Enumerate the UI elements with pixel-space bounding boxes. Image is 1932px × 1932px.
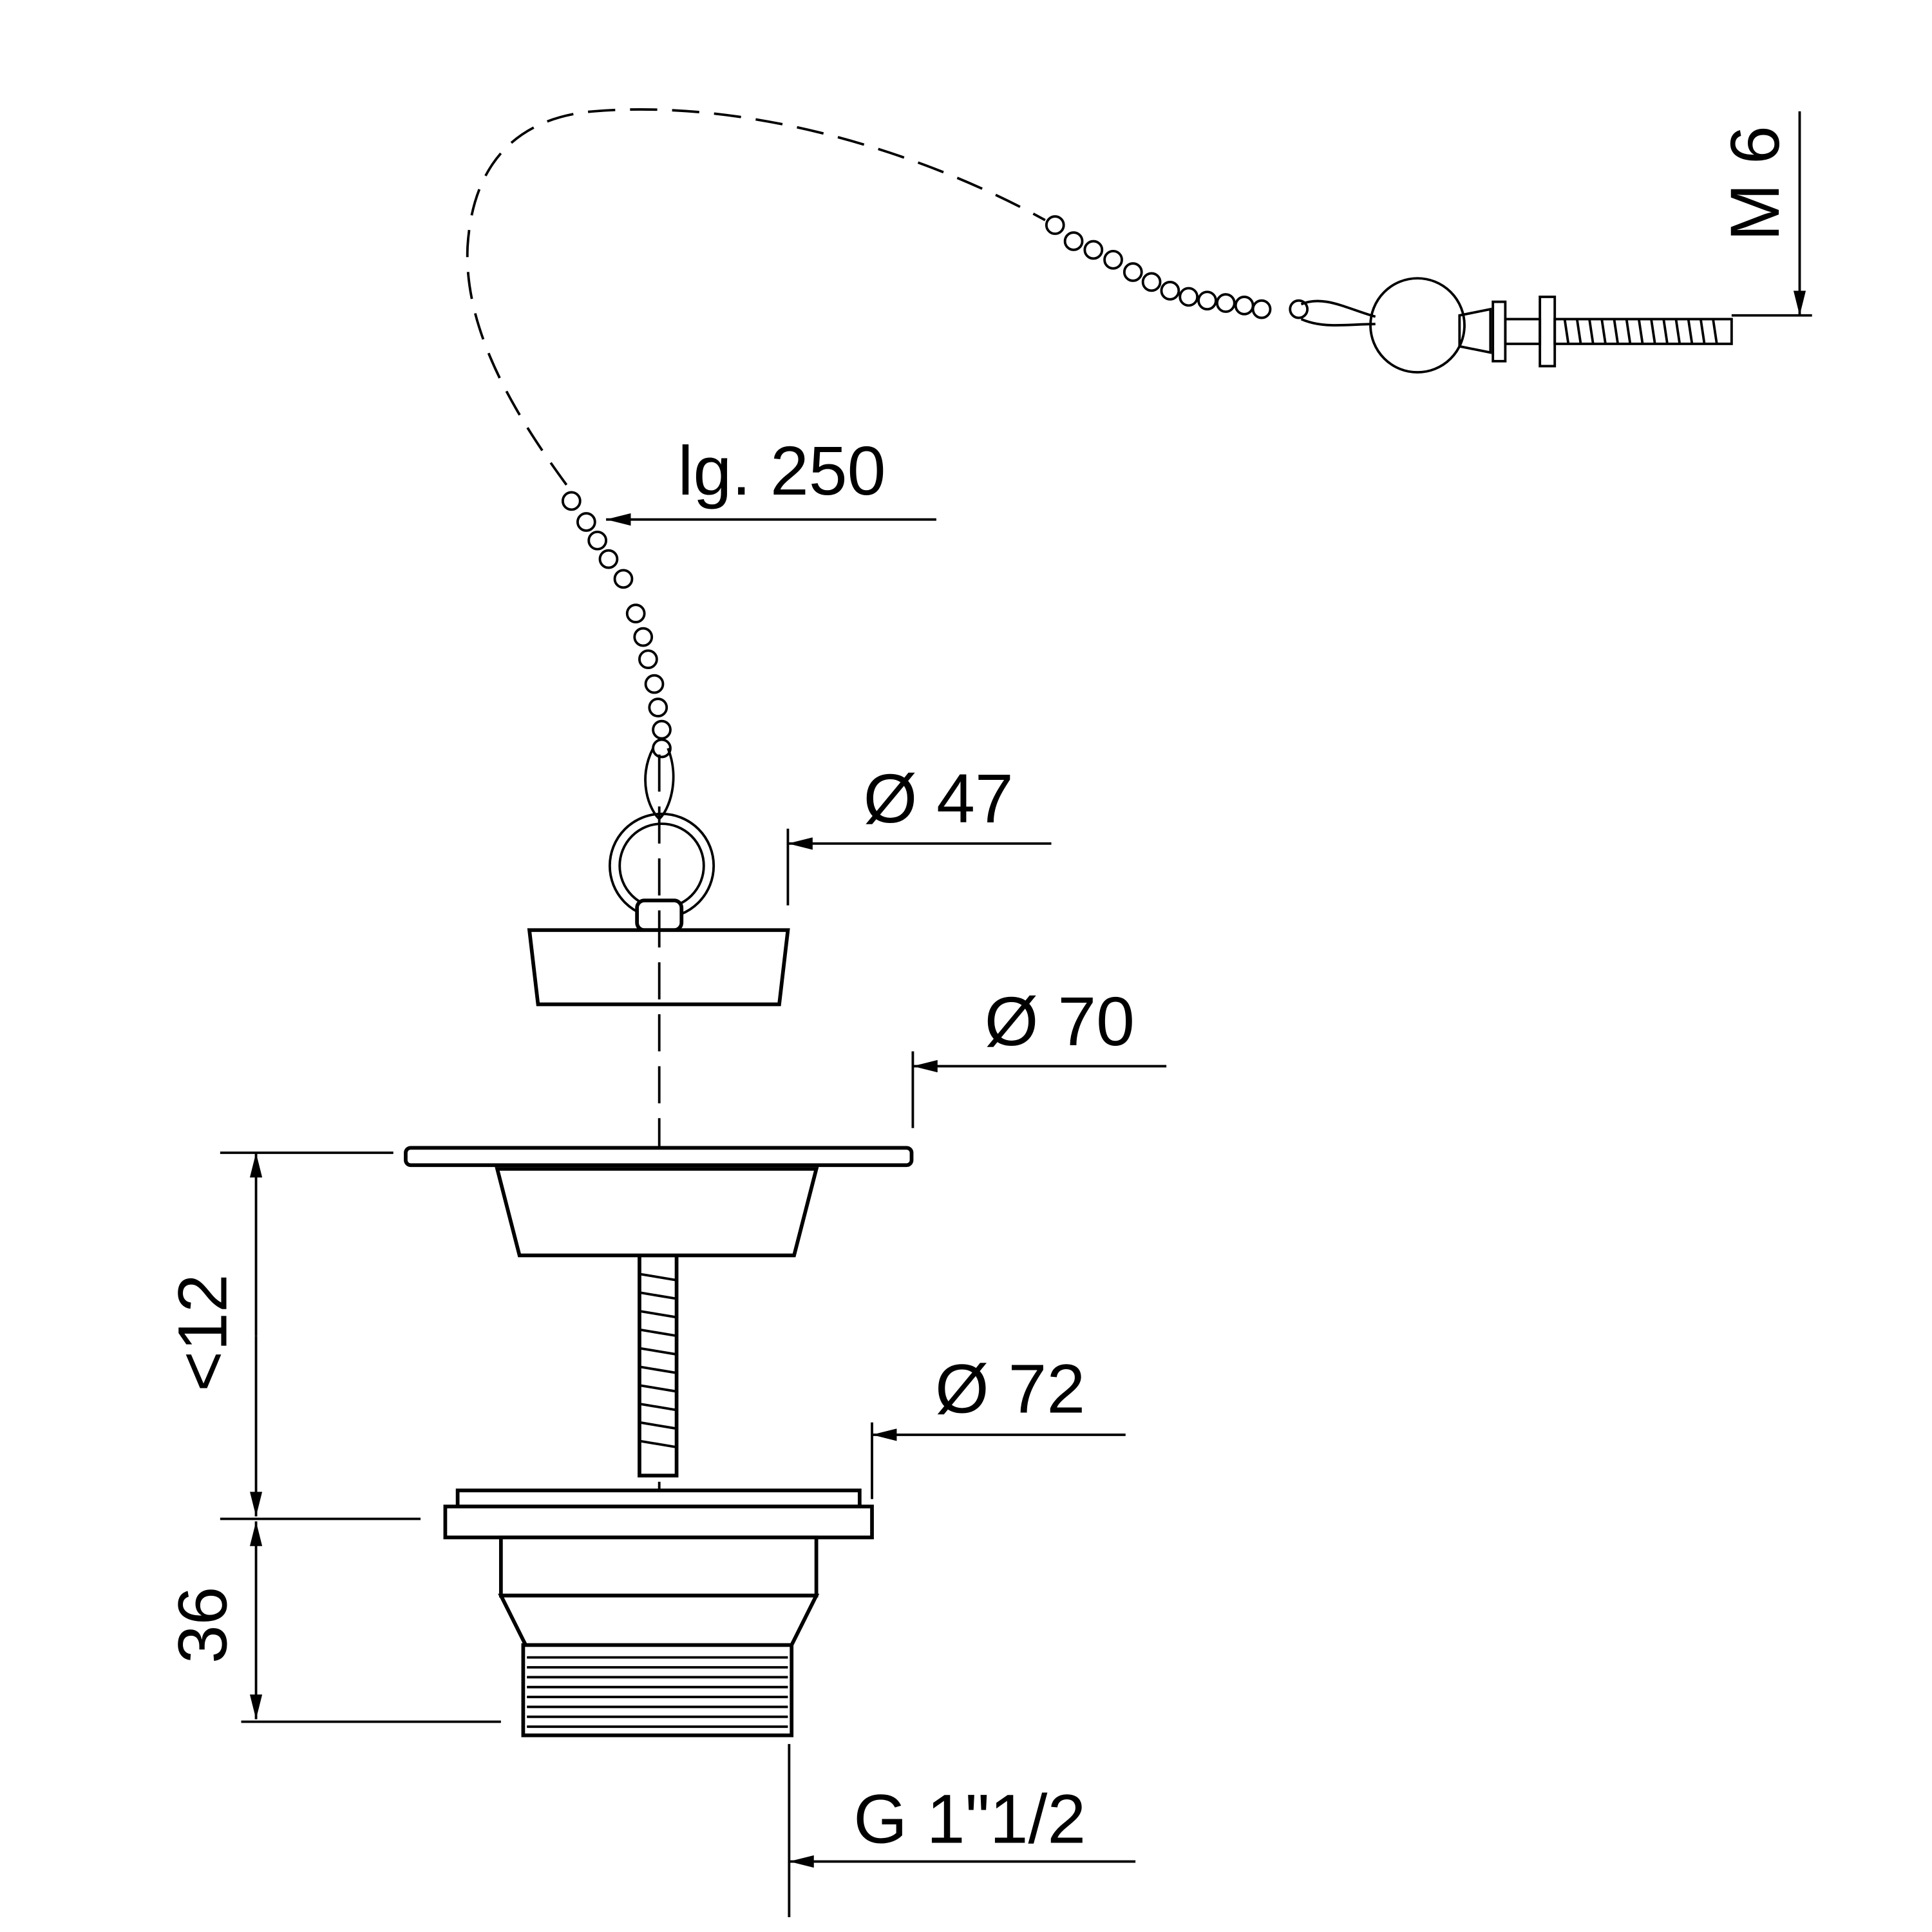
outlet-thread-label: G 1"1/2 — [853, 1781, 1086, 1858]
chain-dashed-path — [466, 108, 1046, 486]
waste-body — [443, 1488, 874, 1738]
chain-bead — [587, 530, 608, 551]
chain-bead — [1063, 231, 1084, 251]
chain-bead — [638, 649, 658, 670]
chain-bead — [1197, 290, 1217, 311]
chain-bead — [1083, 240, 1104, 260]
chain-length-label: lg. 250 — [677, 432, 886, 509]
chain-bead — [652, 719, 672, 740]
chain-bead — [561, 491, 582, 511]
chain-bead — [644, 674, 665, 694]
chain-bead — [1103, 249, 1123, 270]
height-label: 36 — [164, 1587, 241, 1664]
chain-bead — [1045, 215, 1065, 235]
chain-bead — [598, 549, 619, 569]
chain-bead — [652, 738, 672, 759]
chain-bead — [1289, 299, 1309, 319]
chain-bead — [1234, 296, 1255, 316]
chain-beads — [561, 215, 1309, 759]
chain-bead — [613, 569, 634, 589]
chain-bead — [1215, 293, 1236, 313]
plug-diameter-label: Ø 47 — [864, 760, 1014, 837]
chain-bead — [1122, 262, 1143, 282]
chain-bead — [633, 627, 654, 647]
flange-diameter-label: Ø 72 — [935, 1350, 1085, 1427]
chain-bead — [648, 697, 668, 717]
strainer — [404, 1146, 914, 1478]
chain-bead — [1179, 287, 1199, 307]
chain-bead — [625, 603, 646, 623]
chain-bead — [576, 512, 596, 532]
thickness-label: <12 — [164, 1274, 241, 1391]
chain-bead — [1160, 280, 1180, 301]
m6-label: M 6 — [1716, 126, 1794, 241]
strainer-diameter-label: Ø 70 — [985, 983, 1135, 1060]
chain-bead — [1251, 299, 1272, 319]
bolt-assembly — [1300, 277, 1733, 374]
chain-bead — [1141, 272, 1162, 292]
